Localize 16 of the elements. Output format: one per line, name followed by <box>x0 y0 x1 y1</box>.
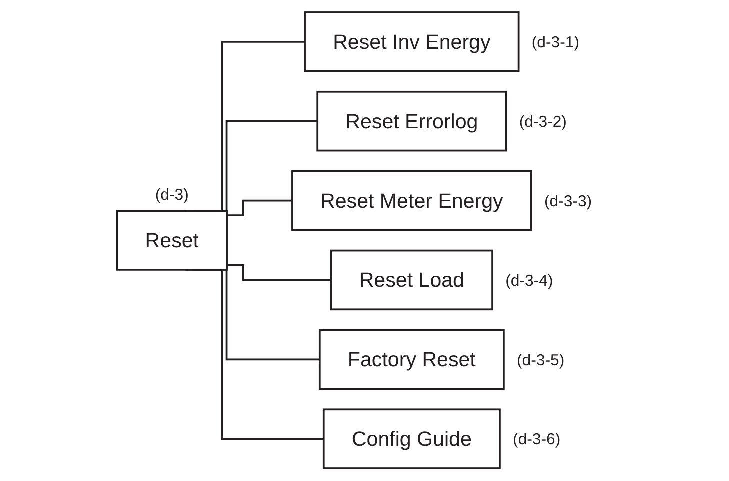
node-box: Reset Errorlog <box>316 90 508 152</box>
node-caption: (d-3-6) <box>513 432 561 449</box>
node-caption: (d-3) <box>155 186 189 204</box>
connector <box>227 200 292 217</box>
node-caption: (d-3-3) <box>544 193 592 210</box>
node-box: Reset Meter Energy <box>292 170 532 232</box>
node-box: Factory Reset <box>318 329 505 390</box>
node-caption: (d-3-4) <box>506 272 554 290</box>
node-box: Reset <box>116 210 228 271</box>
node-caption: (d-3-2) <box>519 114 567 131</box>
connector <box>227 264 332 282</box>
node-box: Config Guide <box>322 408 501 470</box>
node-box: Reset Inv Energy <box>304 12 520 72</box>
node-caption: (d-3-1) <box>532 34 580 52</box>
node-caption: (d-3-5) <box>517 352 565 370</box>
node-box: Reset Load <box>330 250 494 311</box>
